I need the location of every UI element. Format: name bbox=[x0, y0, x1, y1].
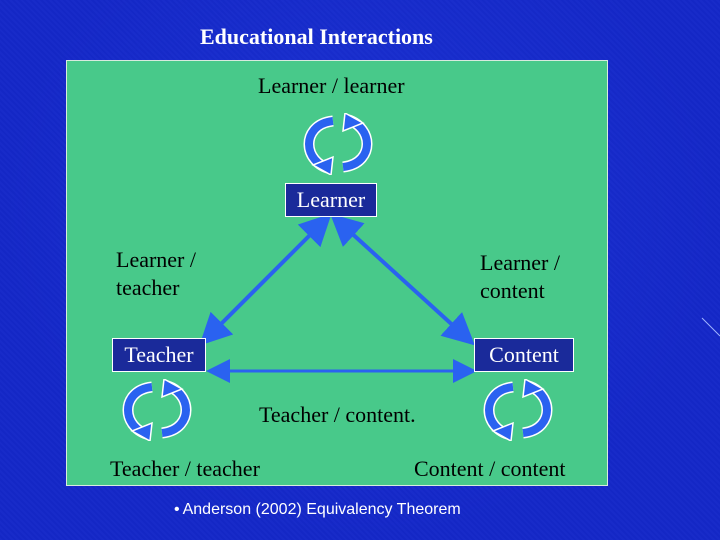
label-content-content: Content / content bbox=[414, 456, 566, 481]
label-learner-content-line2: content bbox=[480, 278, 545, 303]
footnote-text: Anderson (2002) Equivalency Theorem bbox=[182, 501, 461, 518]
cycle-arrows-icon bbox=[122, 377, 192, 443]
node-content: Content bbox=[474, 338, 574, 372]
cycle-arrows-icon bbox=[483, 377, 553, 443]
label-learner-content-line1: Learner / bbox=[480, 250, 560, 275]
label-teacher-content: Teacher / content. bbox=[259, 402, 416, 427]
label-learner-content: Learner / content bbox=[480, 249, 560, 305]
slide-title: Educational Interactions bbox=[200, 24, 433, 49]
footnote-bullet: • bbox=[174, 501, 180, 518]
decorative-line bbox=[701, 317, 720, 337]
node-learner: Learner bbox=[285, 183, 377, 217]
node-teacher: Teacher bbox=[112, 338, 206, 372]
label-learner-teacher: Learner / teacher bbox=[116, 246, 196, 302]
label-learner-teacher-line1: Learner / bbox=[116, 247, 196, 272]
label-learner-learner: Learner / learner bbox=[258, 73, 405, 98]
cycle-arrows-icon bbox=[303, 111, 373, 177]
label-learner-teacher-line2: teacher bbox=[116, 275, 180, 300]
label-teacher-teacher: Teacher / teacher bbox=[110, 456, 260, 481]
footnote: •Anderson (2002) Equivalency Theorem bbox=[174, 501, 461, 519]
